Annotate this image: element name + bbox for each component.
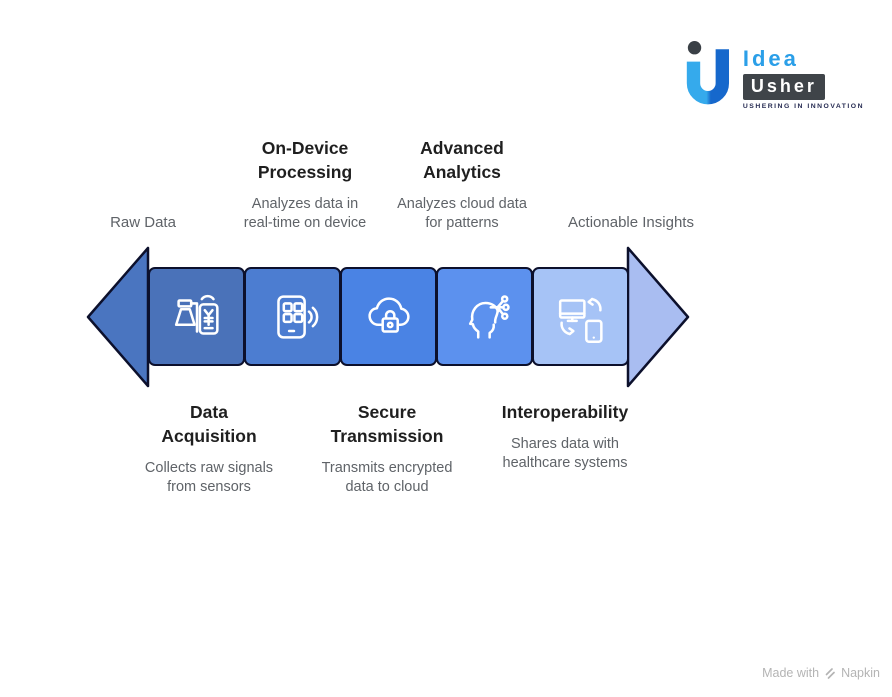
step-description: Analyzes data in real-time on device [243, 196, 367, 231]
cloud-lock-icon [367, 296, 410, 333]
logo-tagline: USHERING IN INNOVATION [742, 102, 864, 110]
step-description: Transmits encrypted data to cloud [321, 460, 453, 495]
idea-usher-logo-text: Idea Usher USHERING IN INNOVATION [742, 40, 864, 110]
logo-word-usher: Usher [742, 74, 825, 100]
step-title: Interoperability [501, 402, 629, 422]
step-on-device-processing: On-Device Processing Analyzes data in re… [244, 136, 367, 232]
step-title: Data Acquisition [161, 402, 257, 446]
logo-word-idea: Idea [742, 46, 799, 71]
stage-box-secure-transmission [340, 267, 437, 366]
napkin-logo-icon [825, 667, 835, 679]
step-interoperability: Interoperability Shares data with health… [502, 400, 628, 472]
smartphone-apps-icon [276, 294, 318, 339]
step-secure-transmission: Secure Transmission Transmits encrypted … [322, 400, 453, 496]
napkin-brand-text: Napkin [841, 666, 880, 680]
napkin-attribution: Made with Napkin [762, 666, 880, 680]
step-advanced-analytics: Advanced Analytics Analyzes cloud data f… [397, 136, 527, 232]
step-description: Analyzes cloud data for patterns [397, 196, 527, 231]
device-sync-icon [558, 297, 603, 343]
label-actionable-insights: Actionable Insights [568, 214, 694, 231]
stage-box-data-acquisition [148, 267, 245, 366]
idea-usher-logo-mark [686, 41, 729, 105]
step-title: Advanced Analytics [420, 138, 504, 182]
step-title: On-Device Processing [257, 138, 353, 182]
made-with-text: Made with [762, 666, 820, 680]
arrowhead-right [626, 246, 690, 388]
stage-box-interoperability [532, 267, 629, 366]
step-description: Shares data with healthcare systems [502, 436, 628, 471]
sensor-device-icon [174, 294, 219, 335]
idea-usher-logo: Idea Usher USHERING IN INNOVATION [684, 40, 864, 110]
ai-head-icon [468, 294, 510, 339]
step-data-acquisition: Data Acquisition Collects raw signals fr… [145, 400, 273, 496]
stage-box-on-device-processing [244, 267, 341, 366]
step-title: Secure Transmission [330, 402, 444, 446]
arrowhead-left [86, 246, 150, 388]
label-raw-data: Raw Data [110, 214, 176, 231]
step-description: Collects raw signals from sensors [144, 460, 274, 495]
stage-box-advanced-analytics [436, 267, 533, 366]
